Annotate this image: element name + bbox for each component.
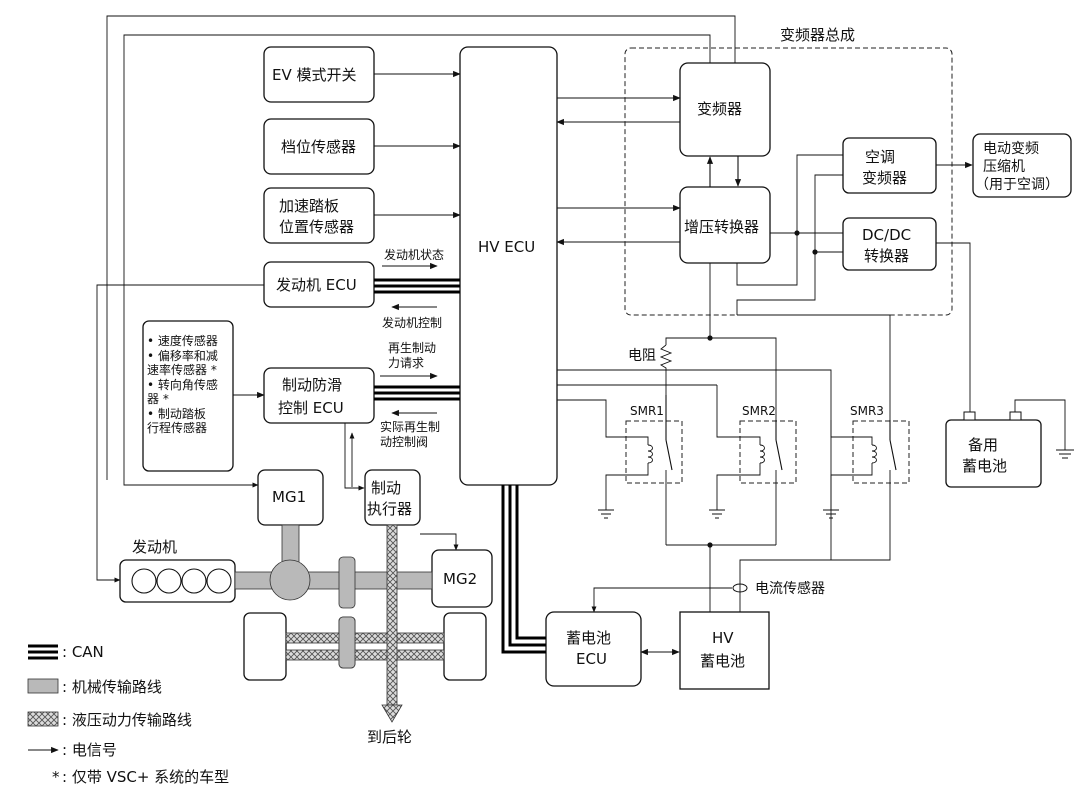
legend-note: * : 仅带 VSC+ 系统的车型	[52, 768, 229, 786]
svg-text:• 速度传感器: • 速度传感器	[147, 333, 218, 348]
svg-text:速率传感器 *: 速率传感器 *	[147, 362, 217, 377]
svg-text:电阻: 电阻	[628, 348, 656, 364]
svg-text:空调: 空调	[865, 148, 895, 166]
svg-text:HV ECU: HV ECU	[478, 238, 535, 256]
svg-text:力请求: 力请求	[388, 356, 424, 370]
engine: 发动机	[119, 538, 236, 603]
svg-text:备用: 备用	[968, 436, 998, 454]
svg-text:行程传感器: 行程传感器	[147, 420, 207, 435]
can-engine-ecu	[374, 278, 460, 294]
brake-actuator: 制动 执行器	[364, 469, 421, 526]
engine-ecu: 发动机 ECU	[263, 261, 375, 308]
svg-text:• 偏移率和减: • 偏移率和减	[147, 348, 218, 363]
inverter-assembly-label: 变频器总成	[780, 26, 855, 44]
svg-text:电动变频: 电动变频	[983, 141, 1039, 157]
svg-text:: 机械传输路线: : 机械传输路线	[62, 678, 162, 696]
can-brake-ecu	[374, 385, 460, 401]
svg-text:SMR1: SMR1	[630, 404, 664, 418]
svg-text:发动机控制: 发动机控制	[382, 315, 442, 330]
legend-can: : CAN	[28, 643, 104, 661]
brake-skid-control-ecu: 制动防滑 控制 ECU	[263, 367, 375, 424]
svg-text:蓄电池: 蓄电池	[700, 652, 745, 670]
legend-signal: : 电信号	[28, 741, 117, 759]
accelerator-pedal-sensor: 加速踏板 位置传感器	[263, 187, 375, 244]
svg-text:: 液压动力传输路线: : 液压动力传输路线	[62, 711, 192, 729]
smr3-relay: SMR3	[739, 404, 910, 612]
electric-compressor: 电动变频 压缩机 （用于空调）	[972, 133, 1072, 198]
svg-text:蓄电池: 蓄电池	[962, 457, 1007, 475]
svg-text:发动机: 发动机	[132, 538, 177, 556]
svg-text:压缩机: 压缩机	[983, 159, 1025, 175]
hv-battery: HV 蓄电池	[679, 611, 770, 690]
svg-text:MG1: MG1	[272, 488, 306, 506]
svg-text:: CAN: : CAN	[62, 643, 104, 661]
svg-text:MG2: MG2	[443, 570, 477, 588]
svg-text:发动机状态: 发动机状态	[384, 247, 444, 262]
svg-text:*: *	[52, 768, 60, 786]
hv-ecu: HV ECU	[459, 46, 558, 486]
legend: : CAN : 机械传输路线 : 液压动力传输路线 : 电信号 * : 仅带 V…	[27, 643, 229, 786]
svg-text:动控制阀: 动控制阀	[380, 435, 428, 449]
ac-inverter: 空调 变频器	[842, 137, 937, 194]
svg-text:再生制动: 再生制动	[388, 341, 436, 355]
legend-hydraulic: : 液压动力传输路线	[27, 711, 192, 729]
svg-text:HV: HV	[712, 629, 734, 647]
can-battery-ecu	[501, 485, 546, 654]
svg-text:转换器: 转换器	[864, 247, 909, 265]
battery-ecu: 蓄电池 ECU	[545, 611, 642, 687]
svg-text:变频器: 变频器	[862, 169, 907, 187]
svg-text:电流传感器: 电流传感器	[755, 580, 825, 597]
shift-position-sensor: 档位传感器	[263, 118, 375, 175]
svg-text:器 *: 器 *	[147, 392, 169, 406]
mg1: MG1	[257, 469, 324, 526]
svg-text:位置传感器: 位置传感器	[279, 218, 354, 236]
svg-text:发动机 ECU: 发动机 ECU	[276, 276, 357, 294]
svg-text:控制 ECU: 控制 ECU	[278, 399, 344, 417]
dcdc-converter: DC/DC 转换器	[842, 217, 937, 271]
svg-text:: 仅带 VSC+ 系统的车型: : 仅带 VSC+ 系统的车型	[62, 768, 229, 786]
auxiliary-battery: 备用 蓄电池	[945, 399, 1074, 488]
svg-text:到后轮: 到后轮	[367, 728, 412, 746]
svg-text:EV 模式开关: EV 模式开关	[272, 66, 357, 84]
smr2-relay: SMR2	[709, 385, 797, 545]
svg-text:蓄电池: 蓄电池	[566, 629, 611, 647]
svg-text:SMR2: SMR2	[742, 404, 776, 418]
smr1-relay: SMR1	[598, 395, 683, 545]
svg-text:: 电信号: : 电信号	[62, 741, 117, 759]
legend-mechanical: : 机械传输路线	[27, 678, 162, 696]
brake-sensors-box: • 速度传感器 • 偏移率和减 速率传感器 * • 转向角传感 器 * • 制动…	[142, 320, 234, 472]
svg-text:制动防滑: 制动防滑	[282, 376, 342, 394]
svg-text:增压转换器: 增压转换器	[684, 218, 759, 236]
mg2: MG2	[431, 549, 493, 608]
svg-text:档位传感器: 档位传感器	[281, 138, 356, 156]
svg-text:DC/DC: DC/DC	[862, 226, 911, 244]
svg-text:ECU: ECU	[576, 650, 607, 668]
svg-text:实际再生制: 实际再生制	[380, 419, 440, 434]
svg-text:执行器: 执行器	[367, 500, 412, 518]
svg-text:（用于空调）: （用于空调）	[975, 177, 1059, 193]
svg-text:加速踏板: 加速踏板	[279, 197, 339, 215]
inverter: 变频器	[679, 62, 771, 157]
ev-mode-switch: EV 模式开关	[263, 46, 375, 103]
svg-text:• 转向角传感: • 转向角传感	[147, 377, 218, 392]
svg-text:变频器: 变频器	[697, 100, 742, 118]
svg-text:制动: 制动	[371, 479, 401, 497]
svg-text:• 制动踏板: • 制动踏板	[147, 407, 206, 421]
boost-converter: 增压转换器	[679, 186, 771, 264]
svg-text:SMR3: SMR3	[850, 404, 884, 418]
